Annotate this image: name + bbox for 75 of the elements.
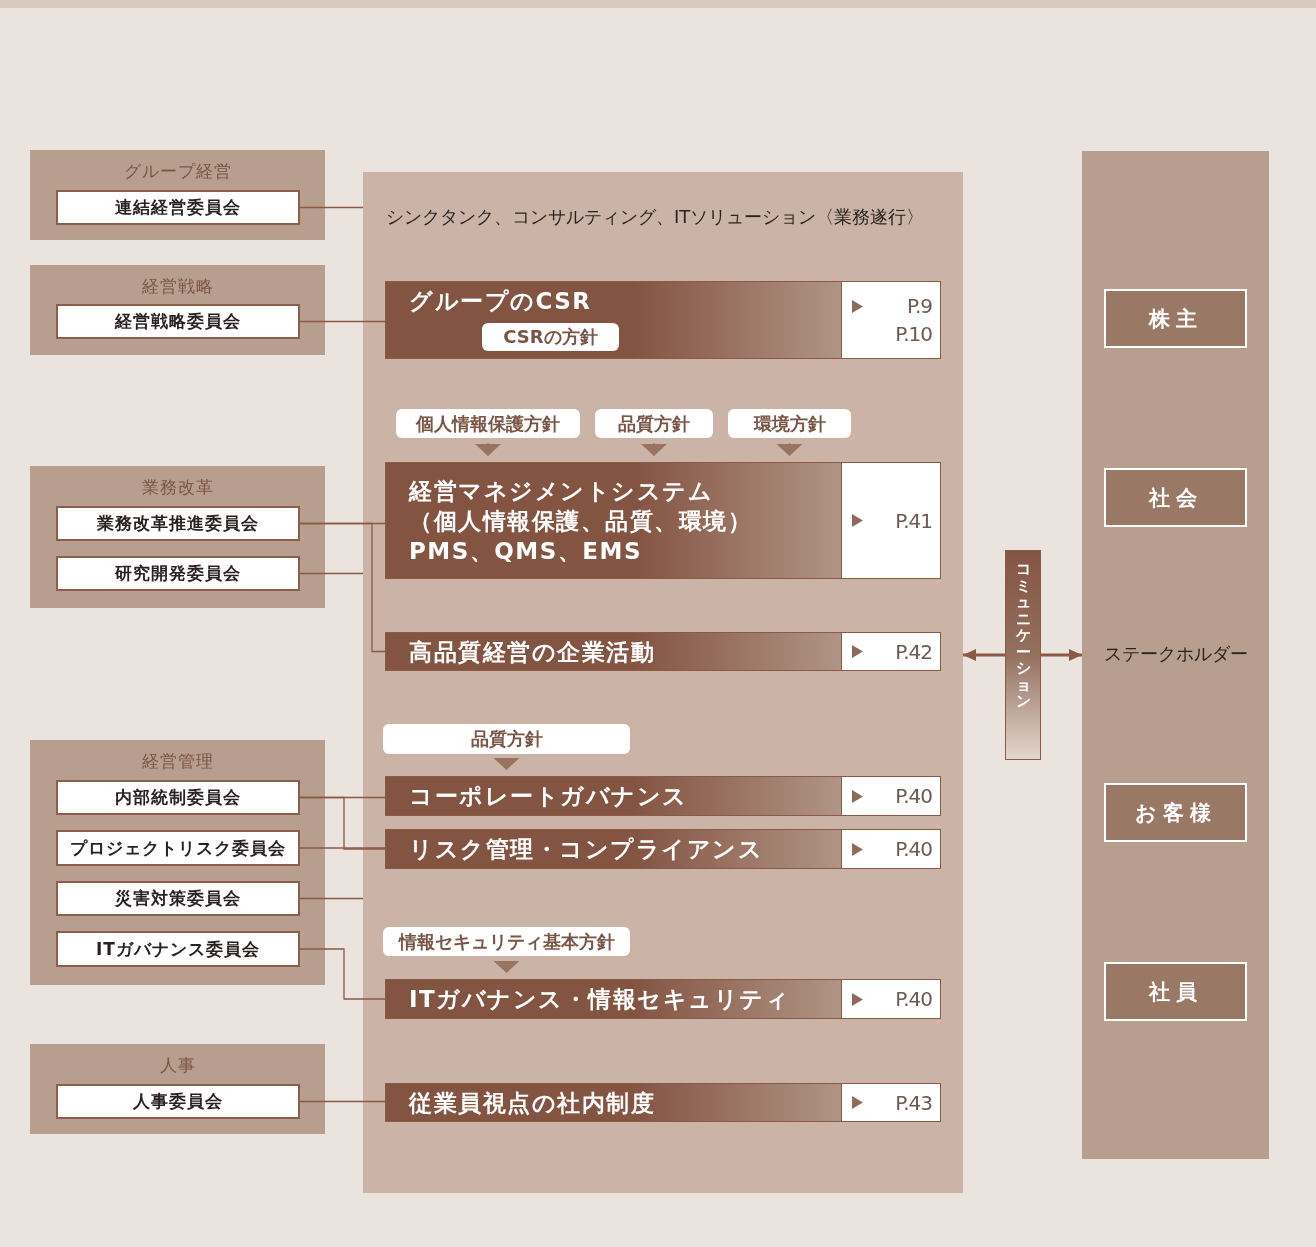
group-heading: 人事 [158, 1054, 197, 1077]
page-reference: P.40 [895, 784, 932, 808]
panel-heading: シンクタンク、コンサルティング、ITソリューション〈業務遂行〉 [386, 205, 925, 229]
policy-tag: 品質方針 [383, 724, 630, 754]
stakeholder-label: ステークホルダー [1102, 642, 1249, 666]
policy-bar [385, 281, 941, 359]
policy-bar [385, 462, 941, 579]
policy-bar [385, 632, 941, 671]
committee-box: プロジェクトリスク委員会 [56, 830, 300, 866]
policy-bar [385, 776, 941, 816]
connector-line [299, 897, 364, 900]
page-reference: P.40 [895, 987, 932, 1011]
connector-line [299, 320, 386, 323]
stakeholder-box: 株主 [1104, 289, 1247, 348]
policy-bar [385, 1083, 941, 1122]
communication-bar [1005, 550, 1041, 760]
connector-line [299, 206, 364, 209]
group-heading: 業務改革 [140, 476, 215, 499]
connector-line [299, 1100, 386, 1103]
committee-box: 経営戦略委員会 [56, 304, 300, 339]
policy-bar [385, 979, 941, 1019]
bar-title: リスク管理・コンプライアンス [409, 835, 764, 864]
connector-line [299, 522, 386, 653]
stakeholder-panel [1082, 151, 1269, 1159]
committee-box: 人事委員会 [56, 1084, 300, 1119]
arrow [641, 442, 667, 457]
group-heading: 経営戦略 [140, 275, 215, 298]
committee-group-panel [30, 740, 325, 985]
connector-line [299, 847, 386, 849]
bar-title: 高品質経営の企業活動 [409, 637, 656, 667]
bar-title: グループのCSR [409, 287, 593, 316]
committee-group-panel [30, 265, 325, 355]
vertical-label: コミュニケーション [1015, 561, 1031, 712]
stakeholder-box: お客様 [1104, 783, 1247, 842]
committee-group-panel [30, 1044, 325, 1134]
page-reference: P.41 [895, 508, 932, 533]
committee-box: 研究開発委員会 [56, 556, 300, 591]
committee-group-panel [30, 466, 325, 608]
page-reference: P.9 [906, 294, 932, 318]
stakeholder-box: 社員 [1104, 962, 1247, 1021]
connector-line [299, 572, 364, 575]
arrow [475, 442, 501, 457]
bar-title: ITガバナンス・情報セキュリティ [409, 985, 792, 1014]
page-reference: P.42 [895, 639, 932, 664]
arrow [776, 442, 803, 457]
bar-title: PMS、QMS、EMS [409, 536, 643, 566]
policy-tag: 品質方針 [595, 409, 713, 438]
connector-line [299, 796, 386, 850]
policy-bar [385, 829, 941, 869]
page-reference: P.10 [895, 322, 932, 346]
business-panel [363, 172, 963, 1193]
group-heading: 経営管理 [140, 750, 215, 773]
committee-box: 業務改革推進委員会 [56, 506, 300, 541]
bar-title: コーポレートガバナンス [409, 782, 689, 811]
bar-title: （個人情報保護、品質、環境） [409, 506, 753, 536]
page-reference: P.43 [895, 1090, 932, 1115]
committee-box: 連結経営委員会 [56, 190, 300, 225]
policy-tag: 環境方針 [728, 409, 851, 438]
arrow [1041, 649, 1082, 661]
committee-box: 災害対策委員会 [56, 881, 300, 916]
stakeholder-box: 社会 [1104, 468, 1247, 527]
arrow [493, 758, 520, 771]
arrow [493, 960, 520, 974]
policy-tag: CSRの方針 [482, 323, 619, 351]
connector-line [299, 948, 386, 1000]
committee-group-panel [30, 150, 325, 240]
arrow [963, 649, 1005, 661]
committee-box: 内部統制委員会 [56, 780, 300, 815]
committee-box: ITガバナンス委員会 [56, 931, 300, 967]
page-reference: P.40 [895, 837, 932, 861]
policy-tag: 個人情報保護方針 [396, 409, 580, 438]
policy-tag: 情報セキュリティ基本方針 [383, 927, 630, 956]
bar-title: 従業員視点の社内制度 [409, 1088, 656, 1118]
group-heading: グループ経営 [122, 160, 233, 183]
bar-title: 経営マネジメントシステム [409, 476, 714, 506]
